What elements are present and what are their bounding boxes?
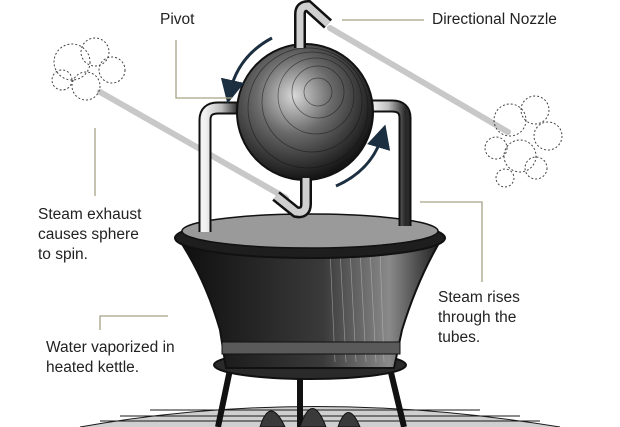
label-steam-rises: Steam rises through the tubes.	[438, 289, 520, 346]
leader-pivot	[175, 40, 232, 99]
kettle-lid	[181, 213, 439, 249]
steam-jet-left	[97, 89, 289, 201]
kettle-band	[221, 341, 401, 355]
rotation-arrow-upper	[220, 36, 273, 104]
label-water-vaporized: Water vaporized in heated kettle.	[46, 339, 175, 376]
label-directional-nozzle: Directional Nozzle	[432, 11, 557, 28]
right-support-tube	[372, 99, 412, 226]
leader-water-vaporized	[99, 315, 168, 330]
leader-lines	[94, 19, 483, 330]
sphere-engraving	[247, 47, 369, 169]
rotation-arrow-lower	[335, 124, 391, 188]
leader-steam-rises	[420, 201, 483, 282]
steam-cloud-right	[484, 95, 563, 188]
steam-jet-right	[327, 25, 511, 135]
label-steam-exhaust: Steam exhaust causes sphere to spin.	[38, 206, 142, 263]
kettle-body	[176, 237, 444, 369]
steam-cloud-left	[51, 37, 126, 101]
label-pivot: Pivot	[160, 11, 195, 28]
rotating-sphere	[236, 43, 374, 181]
